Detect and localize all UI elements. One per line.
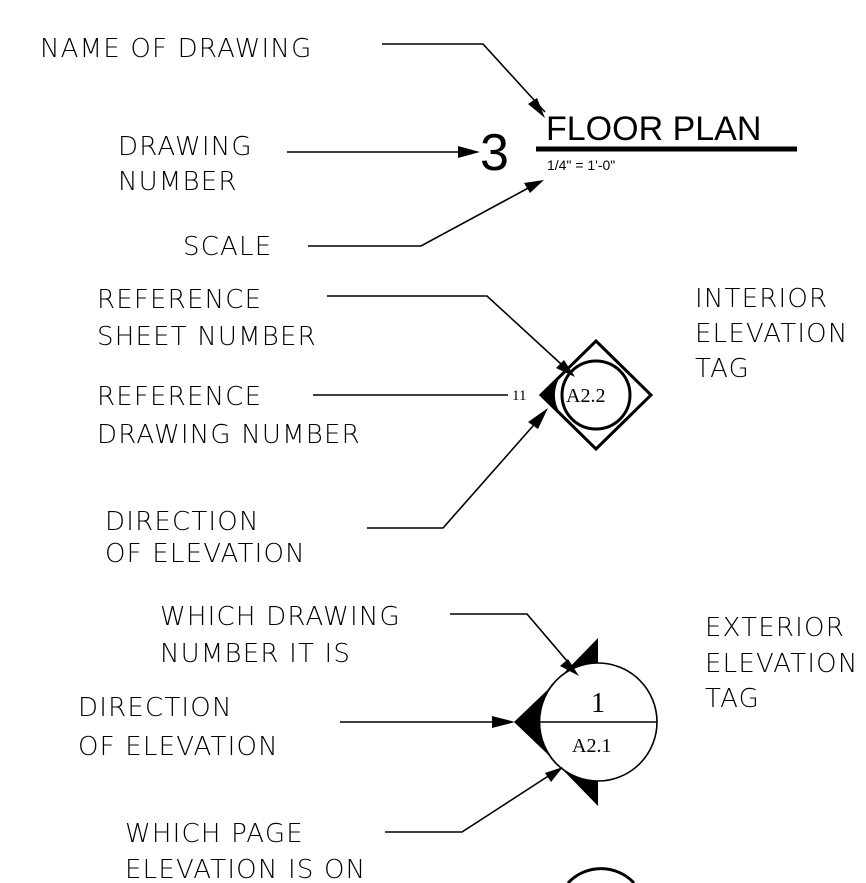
direction-pointer — [514, 678, 560, 766]
partial-tag-circle — [566, 867, 636, 883]
leader-sheet-number — [327, 295, 574, 376]
label-drawing: DRAWING — [118, 132, 253, 162]
label-elevation: ELEVATION — [695, 319, 849, 349]
arrowhead-which-page — [545, 767, 563, 782]
label-of-elevation: OF ELEVATION — [105, 539, 306, 569]
arrowhead-direction — [528, 408, 548, 429]
label-tag-2: TAG — [705, 684, 760, 714]
label-interior: INTERIOR — [695, 284, 828, 314]
arrowhead-scale — [524, 180, 544, 193]
label-direction-2: DIRECTION — [78, 693, 233, 723]
drawing-title: FLOOR PLAN — [546, 110, 761, 148]
label-reference: REFERENCE — [97, 285, 262, 315]
label-tag: TAG — [695, 354, 750, 384]
leader-which-drawing — [450, 613, 574, 669]
label-which-drawing: WHICH DRAWING — [160, 602, 401, 632]
label-elevation-is-on: ELEVATION IS ON — [125, 855, 366, 883]
label-which-page: WHICH PAGE — [125, 819, 304, 849]
tag-circle — [560, 359, 632, 431]
leader-direction — [367, 417, 541, 529]
label-of-elevation-2: OF ELEVATION — [78, 732, 279, 762]
arrowhead-drawing-number — [458, 146, 480, 158]
label-exterior: EXTERIOR — [705, 613, 845, 643]
label-drawing-number: DRAWING NUMBER — [97, 420, 361, 450]
leader-which-page — [385, 772, 554, 833]
label-elevation-2: ELEVATION — [705, 649, 859, 679]
drawing-scale: 1/4" = 1'-0" — [547, 157, 615, 173]
tag-pointer-top — [563, 638, 598, 674]
drawing-number: 3 — [480, 124, 509, 182]
label-direction: DIRECTION — [105, 507, 260, 537]
arrowhead-name-of-drawing — [528, 98, 545, 118]
label-number: NUMBER — [118, 167, 238, 197]
exterior-tag-drawing-number: 1 — [591, 688, 605, 719]
leader-name-of-drawing — [382, 43, 546, 113]
label-name-of-drawing: NAME OF DRAWING — [40, 34, 312, 64]
label-reference-2: REFERENCE — [97, 382, 262, 412]
interior-elevation-tag-symbol: A2.2 — [538, 338, 654, 452]
label-scale: SCALE — [183, 232, 272, 262]
interior-tag-drawing-number: 11 — [512, 388, 526, 404]
exterior-elevation-tag-symbol: 1 A2.1 — [514, 638, 658, 806]
interior-tag-sheet-number: A2.2 — [566, 385, 605, 407]
direction-pointer — [541, 373, 563, 417]
exterior-tag-sheet-number: A2.1 — [572, 735, 611, 757]
leader-scale — [308, 185, 533, 247]
tag-pointer-bottom — [563, 770, 598, 806]
label-sheet-number: SHEET NUMBER — [97, 322, 317, 352]
arrowhead-direction-2 — [492, 716, 515, 728]
label-number-it-is: NUMBER IT IS — [160, 639, 351, 669]
